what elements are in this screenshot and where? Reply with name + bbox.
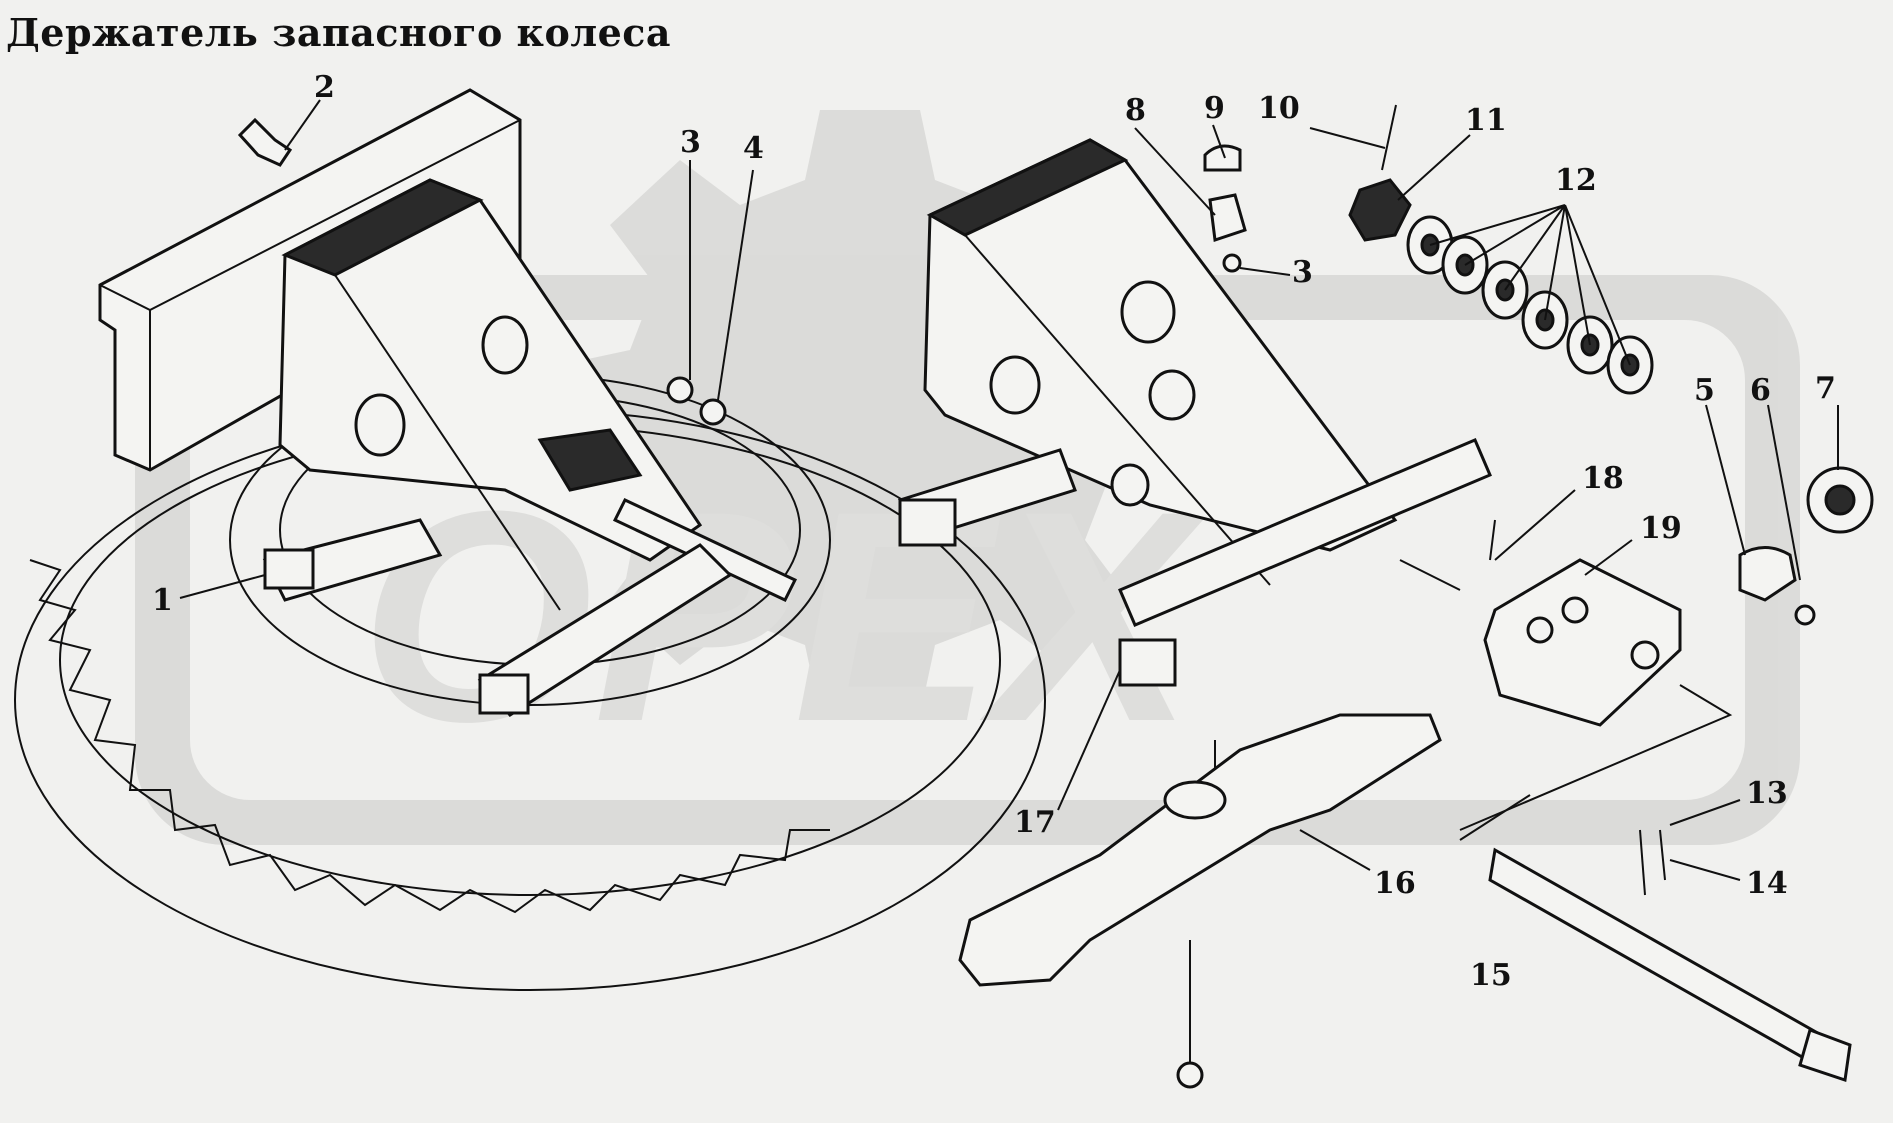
callout-15: 15 <box>1470 958 1512 993</box>
callout-18: 18 <box>1582 461 1624 496</box>
callout-1: 1 <box>152 583 173 618</box>
callout-7: 7 <box>1815 371 1836 406</box>
lever-and-shaft <box>958 713 1852 1089</box>
callout-labels: 1 2 3 4 3 5 6 7 8 9 10 11 12 13 14 15 16… <box>152 70 1836 993</box>
bracket-exploded <box>898 138 1492 687</box>
callout-16: 16 <box>1374 866 1416 901</box>
callout-17: 17 <box>1014 805 1056 840</box>
ratchet-parts <box>1483 466 1874 727</box>
callout-3: 3 <box>680 125 701 160</box>
watermark-text: OPEX <box>360 448 1209 784</box>
bracket-assembled <box>262 178 798 717</box>
callout-11: 11 <box>1465 103 1507 138</box>
callout-2: 2 <box>314 70 335 105</box>
leader-lines <box>179 99 1839 881</box>
callout-5: 5 <box>1694 373 1715 408</box>
callout-19: 19 <box>1640 511 1682 546</box>
callout-4: 4 <box>743 131 764 166</box>
callout-10: 10 <box>1258 91 1300 126</box>
callout-3b: 3 <box>1292 255 1313 290</box>
diagram-title: Держатель запасного колеса <box>6 10 672 55</box>
callout-13: 13 <box>1746 776 1788 811</box>
callout-12: 12 <box>1555 163 1597 198</box>
callout-9: 9 <box>1204 91 1225 126</box>
callout-14: 14 <box>1746 866 1788 901</box>
callout-8: 8 <box>1125 93 1146 128</box>
callout-6: 6 <box>1750 373 1771 408</box>
